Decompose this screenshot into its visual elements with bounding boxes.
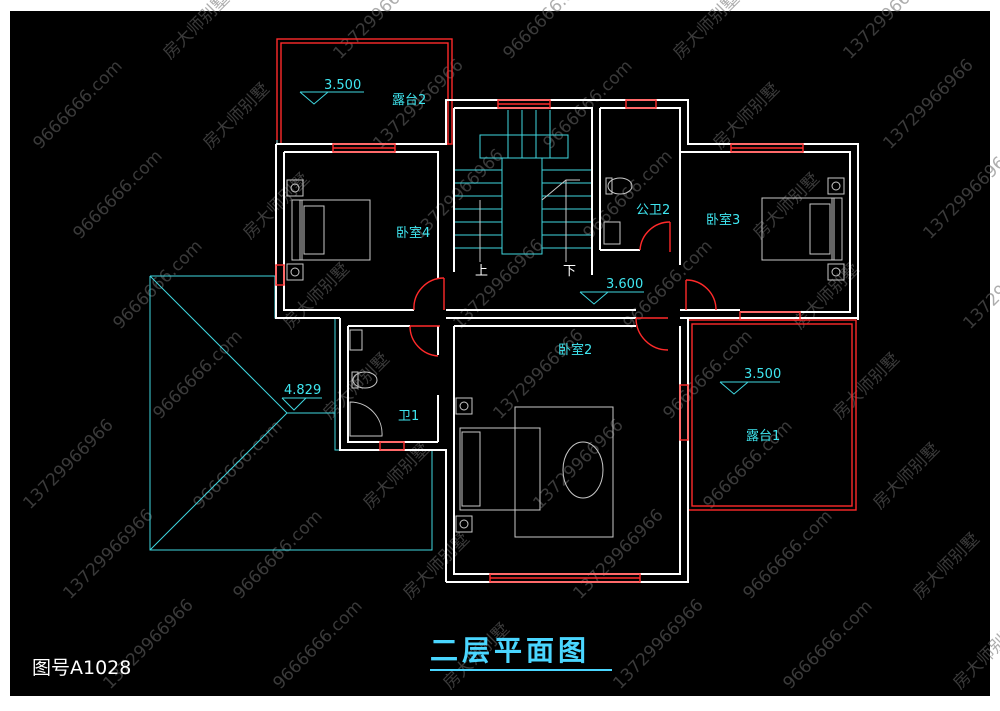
bedroom4-bed [286, 179, 371, 281]
drawing-canvas [10, 11, 990, 696]
bedroom3-bed [761, 177, 845, 281]
elevation-roof: 4.829 [284, 383, 321, 398]
room-bedroom4: 卧室4 [396, 225, 430, 241]
elevation-hall: 3.600 [606, 277, 643, 292]
staircase [455, 110, 591, 262]
elevation-markers [281, 91, 780, 411]
doors [409, 221, 717, 357]
room-bath1: 卫1 [398, 409, 419, 424]
bedroom2-bed [455, 397, 614, 538]
elevation-terrace2: 3.500 [324, 78, 361, 93]
room-bedroom2: 卧室2 [558, 342, 592, 358]
room-terrace2: 露台2 [392, 93, 426, 108]
room-bedroom3: 卧室3 [706, 212, 740, 228]
stair-up-label: 上 [475, 264, 488, 279]
stair-down-label: 下 [563, 264, 576, 279]
room-public-bath2: 公卫2 [636, 203, 670, 218]
elevation-terrace1: 3.500 [744, 367, 781, 382]
drawing-title: 二层平面图 [430, 634, 590, 667]
room-terrace1: 露台1 [746, 429, 780, 444]
windows [275, 99, 804, 583]
bath-fixtures [349, 177, 633, 437]
drawing-number: 图号A1028 [32, 657, 131, 679]
